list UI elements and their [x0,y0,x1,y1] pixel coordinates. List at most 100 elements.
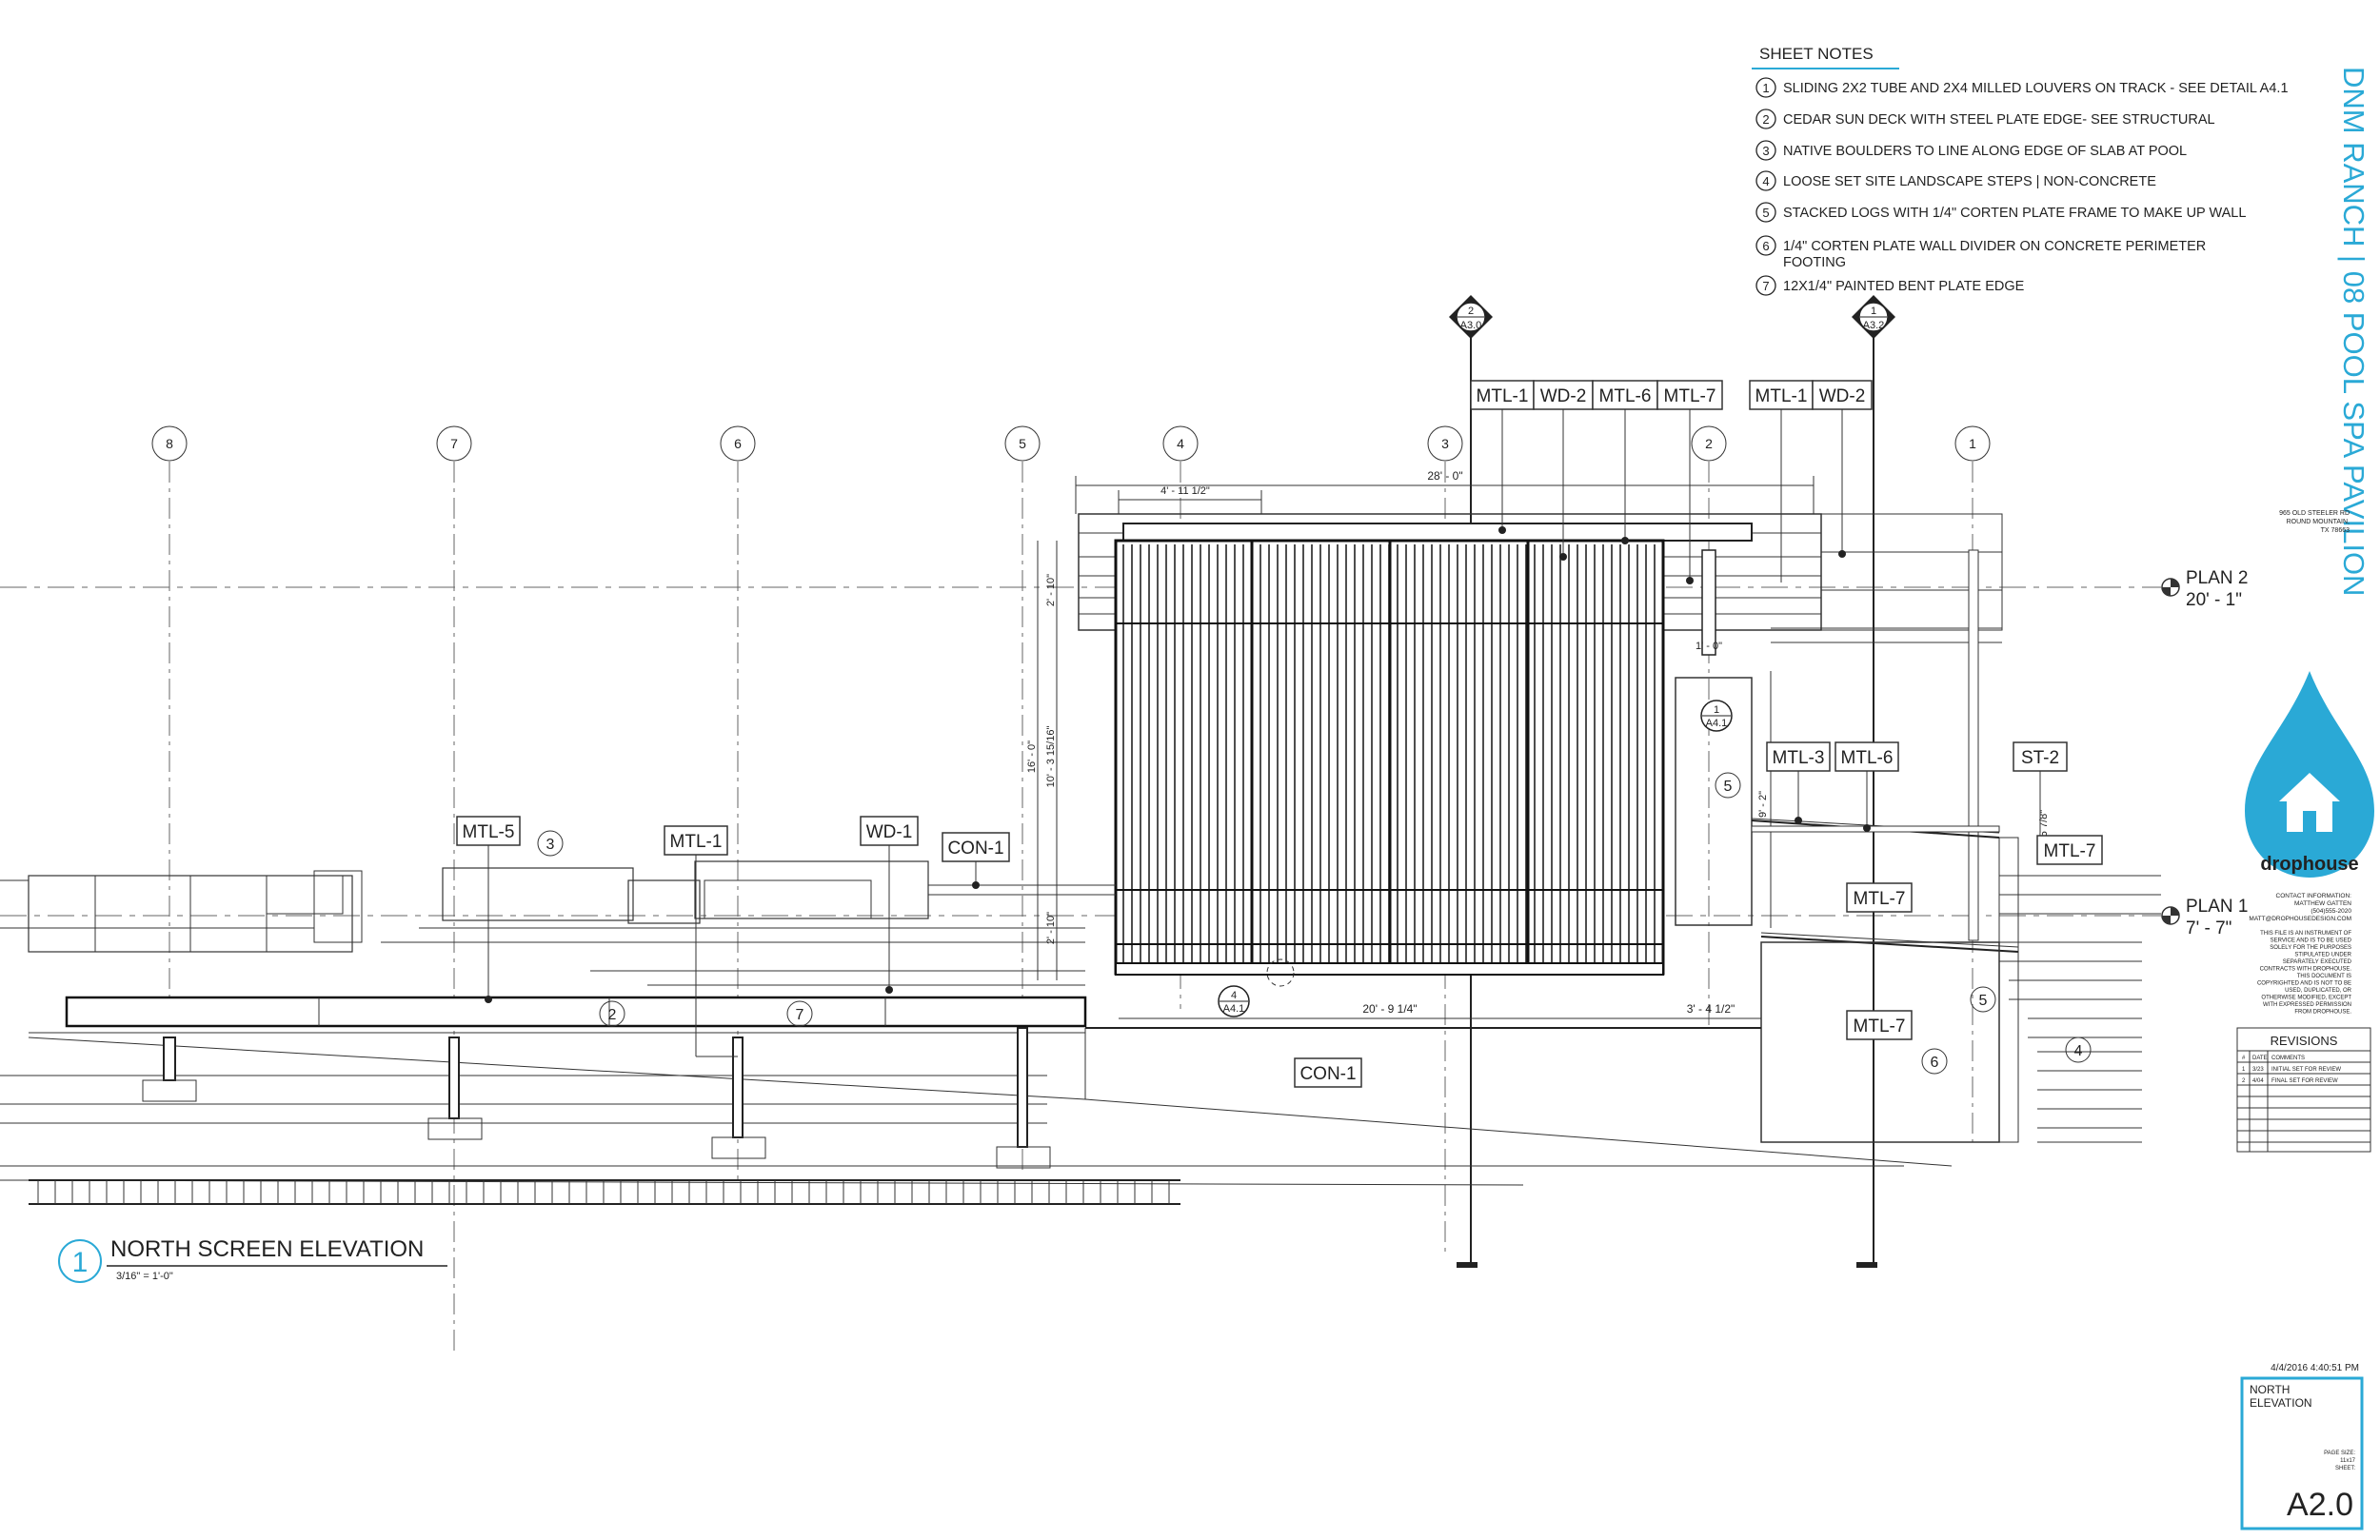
svg-text:1: 1 [2242,1067,2246,1073]
tag-mtl-6: MTL-6 [1835,741,1899,832]
svg-text:ST-2: ST-2 [2021,748,2059,768]
tag-st-2: ST-2 [2013,741,2068,833]
pavilion-wall [1675,677,2161,1143]
grid-bubble-5: 5 [1004,425,1041,462]
sheet-note-number-circle [1755,202,1776,223]
disclaimer-line: WITH EXPRESSED PERMISSION [2263,1002,2351,1008]
keynote-2: 2 [599,1000,625,1027]
svg-text:7: 7 [450,436,458,451]
svg-text:A4.1: A4.1 [1706,718,1728,729]
svg-text:FINAL SET FOR REVIEW: FINAL SET FOR REVIEW [2271,1078,2338,1084]
tag-mtl-3: MTL-3 [1766,741,1831,824]
svg-text:5 7/8": 5 7/8" [2038,810,2050,837]
view-name: NORTH SCREEN ELEVATION [110,1236,424,1262]
svg-text:5: 5 [1979,993,1988,1009]
svg-text:MTL-1: MTL-1 [1755,386,1808,406]
svg-text:WD-1: WD-1 [866,822,913,842]
svg-text:16' - 0": 16' - 0" [1026,740,1038,773]
contact-info: CONTACT INFORMATION: MATTHEW GATTEN (504… [2249,893,2351,922]
tag-con-1-upper: CON-1 [942,832,1010,889]
disclaimer-line: THIS DOCUMENT IS [2297,974,2351,979]
grid-bubble-7: 7 [436,425,472,462]
svg-text:1: 1 [1714,704,1719,716]
svg-text:#: # [2242,1056,2246,1061]
svg-text:4/04: 4/04 [2252,1078,2264,1084]
keynote-5-upper: 5 [1715,772,1741,799]
svg-text:2' - 10": 2' - 10" [1045,574,1057,606]
house-icon [2279,773,2340,832]
keynote-5-lower: 5 [1970,986,1996,1013]
svg-text:ROUND MOUNTAIN,: ROUND MOUNTAIN, [2287,519,2350,525]
sheet-note-number: 6 [1762,239,1769,253]
drophouse-logo: drophouse [2245,671,2374,878]
tag-wd-1: WD-1 [860,816,919,994]
svg-text:MTL-7: MTL-7 [1664,386,1716,406]
svg-text:4: 4 [1231,990,1237,1001]
grid-bubble-1: 1 [1954,425,1991,462]
tag-mtl-7-lower: MTL-7 [1846,1010,1913,1040]
svg-text:4: 4 [1177,436,1184,451]
svg-text:WD-2: WD-2 [1819,386,1866,406]
sheet-note-number: 1 [1762,81,1769,95]
svg-text:CON-1: CON-1 [1299,1064,1356,1084]
svg-text:10' - 3 15/16": 10' - 3 15/16" [1045,726,1057,788]
level-plan-2: PLAN 2 20' - 1" [2161,568,2248,610]
disclaimer-line: SOLELY FOR THE PURPOSES [2270,945,2351,951]
detail-callout-circle [1266,958,1295,987]
sheet-note-number: 3 [1762,144,1769,158]
svg-text:4' - 11 1/2": 4' - 11 1/2" [1160,485,1210,497]
svg-text:2: 2 [1468,306,1474,317]
material-tags-top-right: MTL-1 WD-2 [1749,380,1873,582]
svg-text:2: 2 [608,1007,617,1023]
svg-text:MTL-1: MTL-1 [1477,386,1529,406]
svg-text:MTL-6: MTL-6 [1599,386,1652,406]
svg-text:3/23: 3/23 [2252,1067,2264,1073]
disclaimer-line: USED, DUPLICATED, OR [2285,988,2352,994]
level-elevation: 20' - 1" [2186,590,2242,610]
level-plan-1: PLAN 1 7' - 7" [2161,897,2248,938]
tag-con-1-lower: CON-1 [1294,1057,1362,1088]
sheet-note-number: 7 [1762,279,1769,293]
sheet-note-number: 4 [1762,174,1769,188]
svg-text:MATTHEW GATTEN: MATTHEW GATTEN [2294,900,2351,907]
sheet-note-text: STACKED LOGS WITH 1/4" CORTEN PLATE FRAM… [1783,206,2246,221]
level-name: PLAN 2 [2186,568,2248,588]
sheet-note-text: LOOSE SET SITE LANDSCAPE STEPS | NON-CON… [1783,174,2156,189]
foundation [0,1027,1953,1186]
svg-text:MTL-7: MTL-7 [1854,1017,1906,1037]
sheet-note-number: 5 [1762,206,1769,220]
svg-text:MTL-7: MTL-7 [1854,889,1906,909]
sheet-note-text: NATIVE BOULDERS TO LINE ALONG EDGE OF SL… [1783,144,2187,159]
sheet-note-number-circle [1755,235,1776,256]
svg-text:COMMENTS: COMMENTS [2271,1056,2305,1061]
disclaimer-line: OTHERWISE MODIFIED, EXCEPT [2261,996,2351,1001]
sheet-note-number-circle [1755,275,1776,296]
svg-text:(504)555-2020: (504)555-2020 [2311,908,2351,915]
grid-bubble-4: 4 [1162,425,1199,462]
svg-text:WD-2: WD-2 [1540,386,1587,406]
svg-text:DATE: DATE [2252,1056,2268,1061]
level-name: PLAN 1 [2186,897,2248,917]
screen-dimensions: 4' - 11 1/2" 28' - 0" 2' - 10" 16' - 0" … [1026,469,2050,1019]
grid-bubble-2: 2 [1691,425,1727,462]
svg-text:1' - 0": 1' - 0" [1696,641,1722,652]
tag-mtl-5: MTL-5 [456,816,521,1003]
disclaimer-line: COPYRIGHTED AND IS NOT TO BE [2257,981,2351,987]
svg-text:9' - 2": 9' - 2" [1757,791,1769,818]
sheet-note-text: FOOTING [1783,255,1846,270]
svg-text:A4.1: A4.1 [1223,1003,1245,1015]
material-tags-top-left: MTL-1 WD-2 MTL-6 MTL-7 [1470,380,1723,584]
keynote-3: 3 [537,830,564,857]
svg-text:A3.2: A3.2 [1863,320,1885,331]
view-scale: 3/16" = 1'-0" [116,1271,173,1282]
level-elevation: 7' - 7" [2186,918,2231,938]
ground-section-strip [29,1179,1180,1205]
svg-text:5: 5 [1019,436,1026,451]
tag-mtl-7-middle: MTL-7 [1846,882,1913,913]
sheet-note-number: 2 [1762,112,1769,127]
grid-bubble-8: 8 [151,425,188,462]
